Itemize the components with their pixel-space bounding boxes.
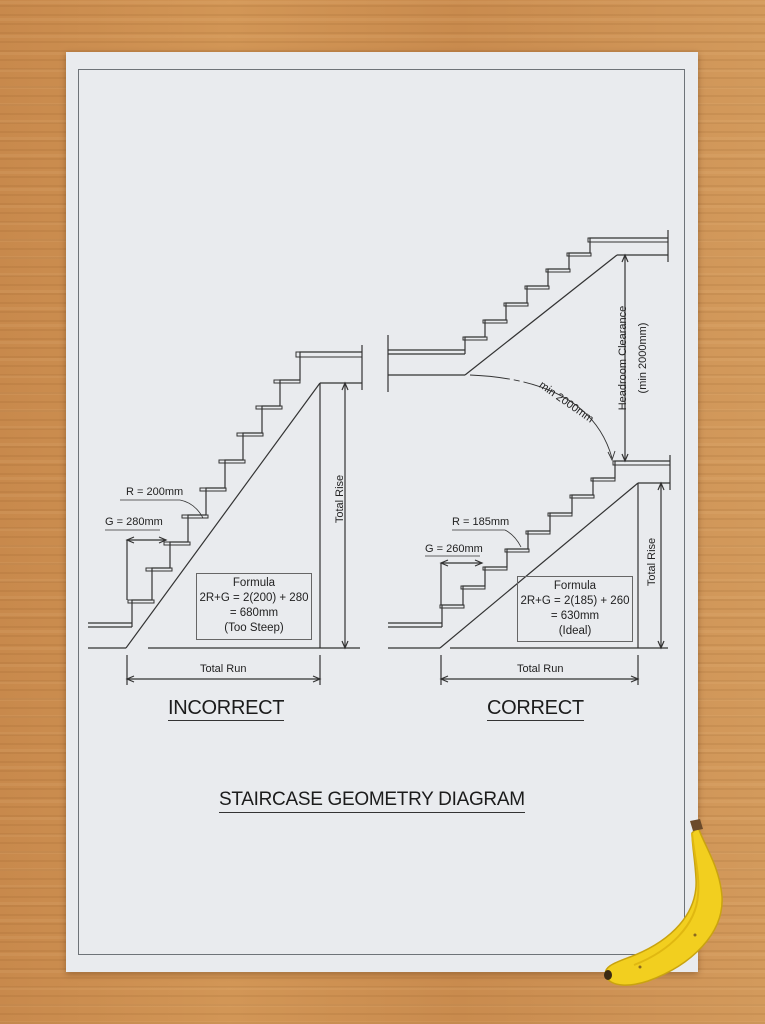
incorrect-staircase [88,345,363,685]
incorrect-heading: INCORRECT [168,697,285,721]
formula-title: Formula [553,580,597,592]
correct-going-label: G = 260mm [425,543,483,555]
formula-line2: = 680mm [229,607,279,619]
correct-total-rise-label: Total Rise [646,537,658,587]
correct-total-run-label: Total Run [517,663,564,675]
formula-verdict: (Too Steep) [224,622,284,634]
correct-riser-label: R = 185mm [452,516,510,528]
formula-verdict: (Ideal) [558,625,592,637]
formula-line2: = 630mm [550,610,600,622]
formula-line1: 2R+G = 2(185) + 260 [520,595,630,607]
headroom-clearance-label: Headroom Clearance [617,305,629,411]
paper-sheet [66,52,698,972]
incorrect-formula-box: Formula 2R+G = 2(200) + 280 = 680mm (Too… [196,573,312,640]
formula-title: Formula [232,577,276,589]
upper-staircase [387,230,669,463]
formula-line1: 2R+G = 2(200) + 280 [199,592,309,604]
incorrect-going-label: G = 280mm [105,516,163,528]
incorrect-total-run-label: Total Run [200,663,247,675]
headroom-min-label: (min 2000mm) [637,322,649,394]
diagram-title: STAIRCASE GEOMETRY DIAGRAM [219,788,525,813]
correct-staircase [388,455,671,685]
correct-heading: CORRECT [487,697,584,721]
incorrect-total-rise-label: Total Rise [334,474,346,524]
banana-icon [604,819,723,986]
correct-formula-box: Formula 2R+G = 2(185) + 260 = 630mm (Ide… [517,576,633,642]
incorrect-riser-label: R = 200mm [126,486,184,498]
drawing-border [78,69,685,955]
